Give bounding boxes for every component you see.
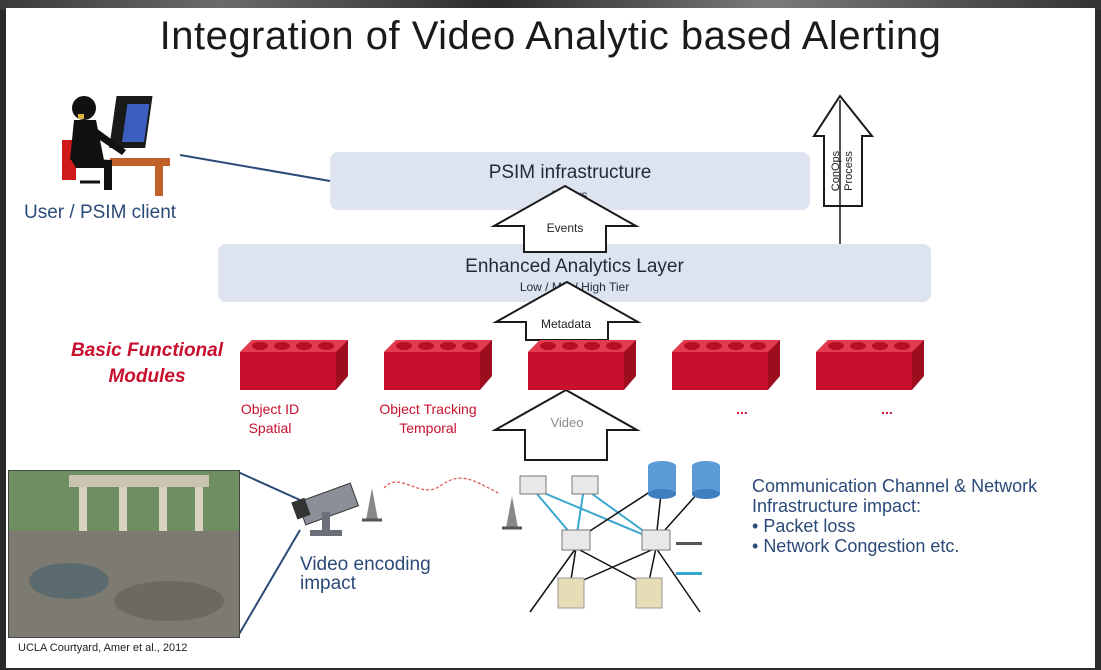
antenna-left-icon: [362, 488, 382, 522]
module-2-line2: Temporal: [399, 420, 457, 436]
module-label-1: Object ID Spatial: [228, 400, 312, 438]
module-1-line1: Object ID: [240, 401, 300, 417]
video-arrow: [491, 388, 641, 461]
courtyard-photo: [8, 470, 240, 638]
user-at-computer-icon: [62, 96, 170, 196]
network-bullet: Network Congestion etc.: [752, 536, 1037, 556]
module-1-line2: Spatial: [248, 420, 292, 436]
module-label-2: Object Tracking Temporal: [366, 400, 490, 438]
encoding-line1: Video encoding: [300, 554, 431, 575]
photo-credit: UCLA Courtyard, Amer et al., 2012: [18, 642, 188, 654]
module-brick: [528, 340, 636, 390]
analytics-title: Enhanced Analytics Layer: [465, 256, 684, 277]
antenna-right-icon: [502, 496, 522, 530]
conops-arrow: [812, 94, 875, 244]
module-brick: [240, 340, 348, 390]
module-brick: [672, 340, 780, 390]
network-bullet: Packet loss: [752, 516, 1037, 536]
network-heading-1: Communication Channel & Network: [752, 476, 1038, 496]
module-label-4: ...: [736, 401, 748, 417]
camera-icon: [237, 471, 360, 637]
modules-heading: Basic Functional Modules: [70, 340, 224, 387]
encoding-label: Video encoding impact: [300, 555, 431, 593]
video-label: Video: [550, 415, 584, 430]
module-brick: [816, 340, 924, 390]
module-label-5: ...: [881, 401, 893, 417]
network-heading-2: Infrastructure impact:: [752, 496, 922, 516]
module-brick: [384, 340, 492, 390]
slide-title: Integration of Video Analytic based Aler…: [159, 14, 942, 58]
user-label: User / PSIM client: [24, 202, 177, 223]
network-bullets: Packet loss Network Congestion etc.: [752, 516, 1037, 556]
conops-line1: ConOps: [830, 150, 842, 192]
metadata-arrow: [492, 280, 642, 341]
top-strip: [0, 0, 1101, 10]
conops-label: ConOps Process: [827, 128, 861, 208]
metadata-label: Metadata: [540, 317, 592, 331]
events-arrow: [490, 184, 640, 253]
conops-line2: Process: [843, 151, 855, 191]
network-impact-text: Communication Channel & Network Infrastr…: [752, 476, 1037, 556]
user-psim-connector: [179, 154, 331, 182]
encoding-line2: impact: [300, 573, 356, 594]
events-label: Events: [546, 221, 584, 235]
module-2-line1: Object Tracking: [379, 401, 477, 417]
wireless-link: [383, 477, 501, 495]
psim-title: PSIM infrastructure: [488, 162, 652, 183]
network-diagram: [519, 461, 720, 613]
